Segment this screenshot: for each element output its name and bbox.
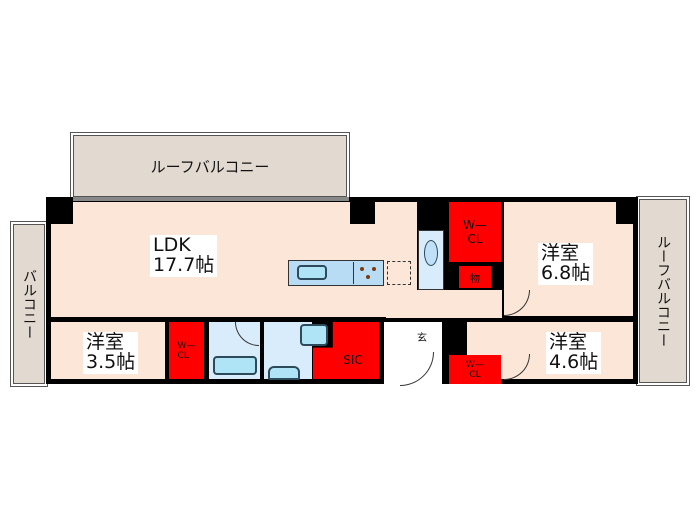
toilet-icon <box>424 240 438 266</box>
kitchen-sink-icon <box>297 265 327 280</box>
washing-machine-icon <box>268 366 300 380</box>
column <box>51 202 73 224</box>
washbasin-icon <box>300 324 328 346</box>
western-4-6-size: 4.6帖 <box>549 350 599 373</box>
western-4-6-name: 洋室 <box>549 331 588 353</box>
hallway <box>386 290 502 318</box>
western-4-6-label: 洋室 4.6帖 <box>546 331 602 374</box>
balcony-left: バルコニー <box>11 222 47 386</box>
ldk-label: LDK 17.7帖 <box>150 234 218 277</box>
western-3-5-label: 洋室 3.5帖 <box>83 331 139 374</box>
wcl-bottom-left-label: W— CL <box>177 340 196 361</box>
walk-in-closet-top: W— CL <box>449 202 501 262</box>
storage-closet: 物 <box>459 266 491 288</box>
roof-balcony-top-label: ルーフバルコニー <box>150 157 270 176</box>
wcl-top-label: W— CL <box>463 218 487 246</box>
balcony-left-label: バルコニー <box>21 269 37 339</box>
wcl-bottom-right-label: W— CL <box>466 359 484 380</box>
entrance-label: 玄 <box>417 332 427 344</box>
western-3-5-name: 洋室 <box>86 331 125 353</box>
roof-balcony-right: ルーフバルコニー <box>637 197 689 385</box>
sic-label: SIC <box>343 353 363 367</box>
walk-in-closet-bottom-left: W— CL <box>169 322 204 379</box>
western-6-8-name: 洋室 <box>541 242 580 264</box>
column <box>350 202 375 224</box>
western-6-8-label: 洋室 6.8帖 <box>538 242 594 285</box>
ldk-size: 17.7帖 <box>153 253 215 276</box>
ldk-name: LDK <box>153 234 191 256</box>
stove-icon <box>353 262 383 284</box>
bathtub-icon <box>213 356 257 375</box>
western-3-5-size: 3.5帖 <box>86 350 136 373</box>
western-6-8-size: 6.8帖 <box>541 261 591 284</box>
fridge-space <box>387 261 411 285</box>
column <box>616 202 633 224</box>
roof-balcony-top: ルーフバルコニー <box>71 133 349 199</box>
window-top <box>73 197 349 201</box>
walk-in-closet-bottom-right: W— CL <box>449 355 501 384</box>
entrance: 玄 <box>402 324 442 348</box>
storage-label: 物 <box>470 273 480 285</box>
roof-balcony-right-label: ルーフバルコニー <box>655 235 671 347</box>
